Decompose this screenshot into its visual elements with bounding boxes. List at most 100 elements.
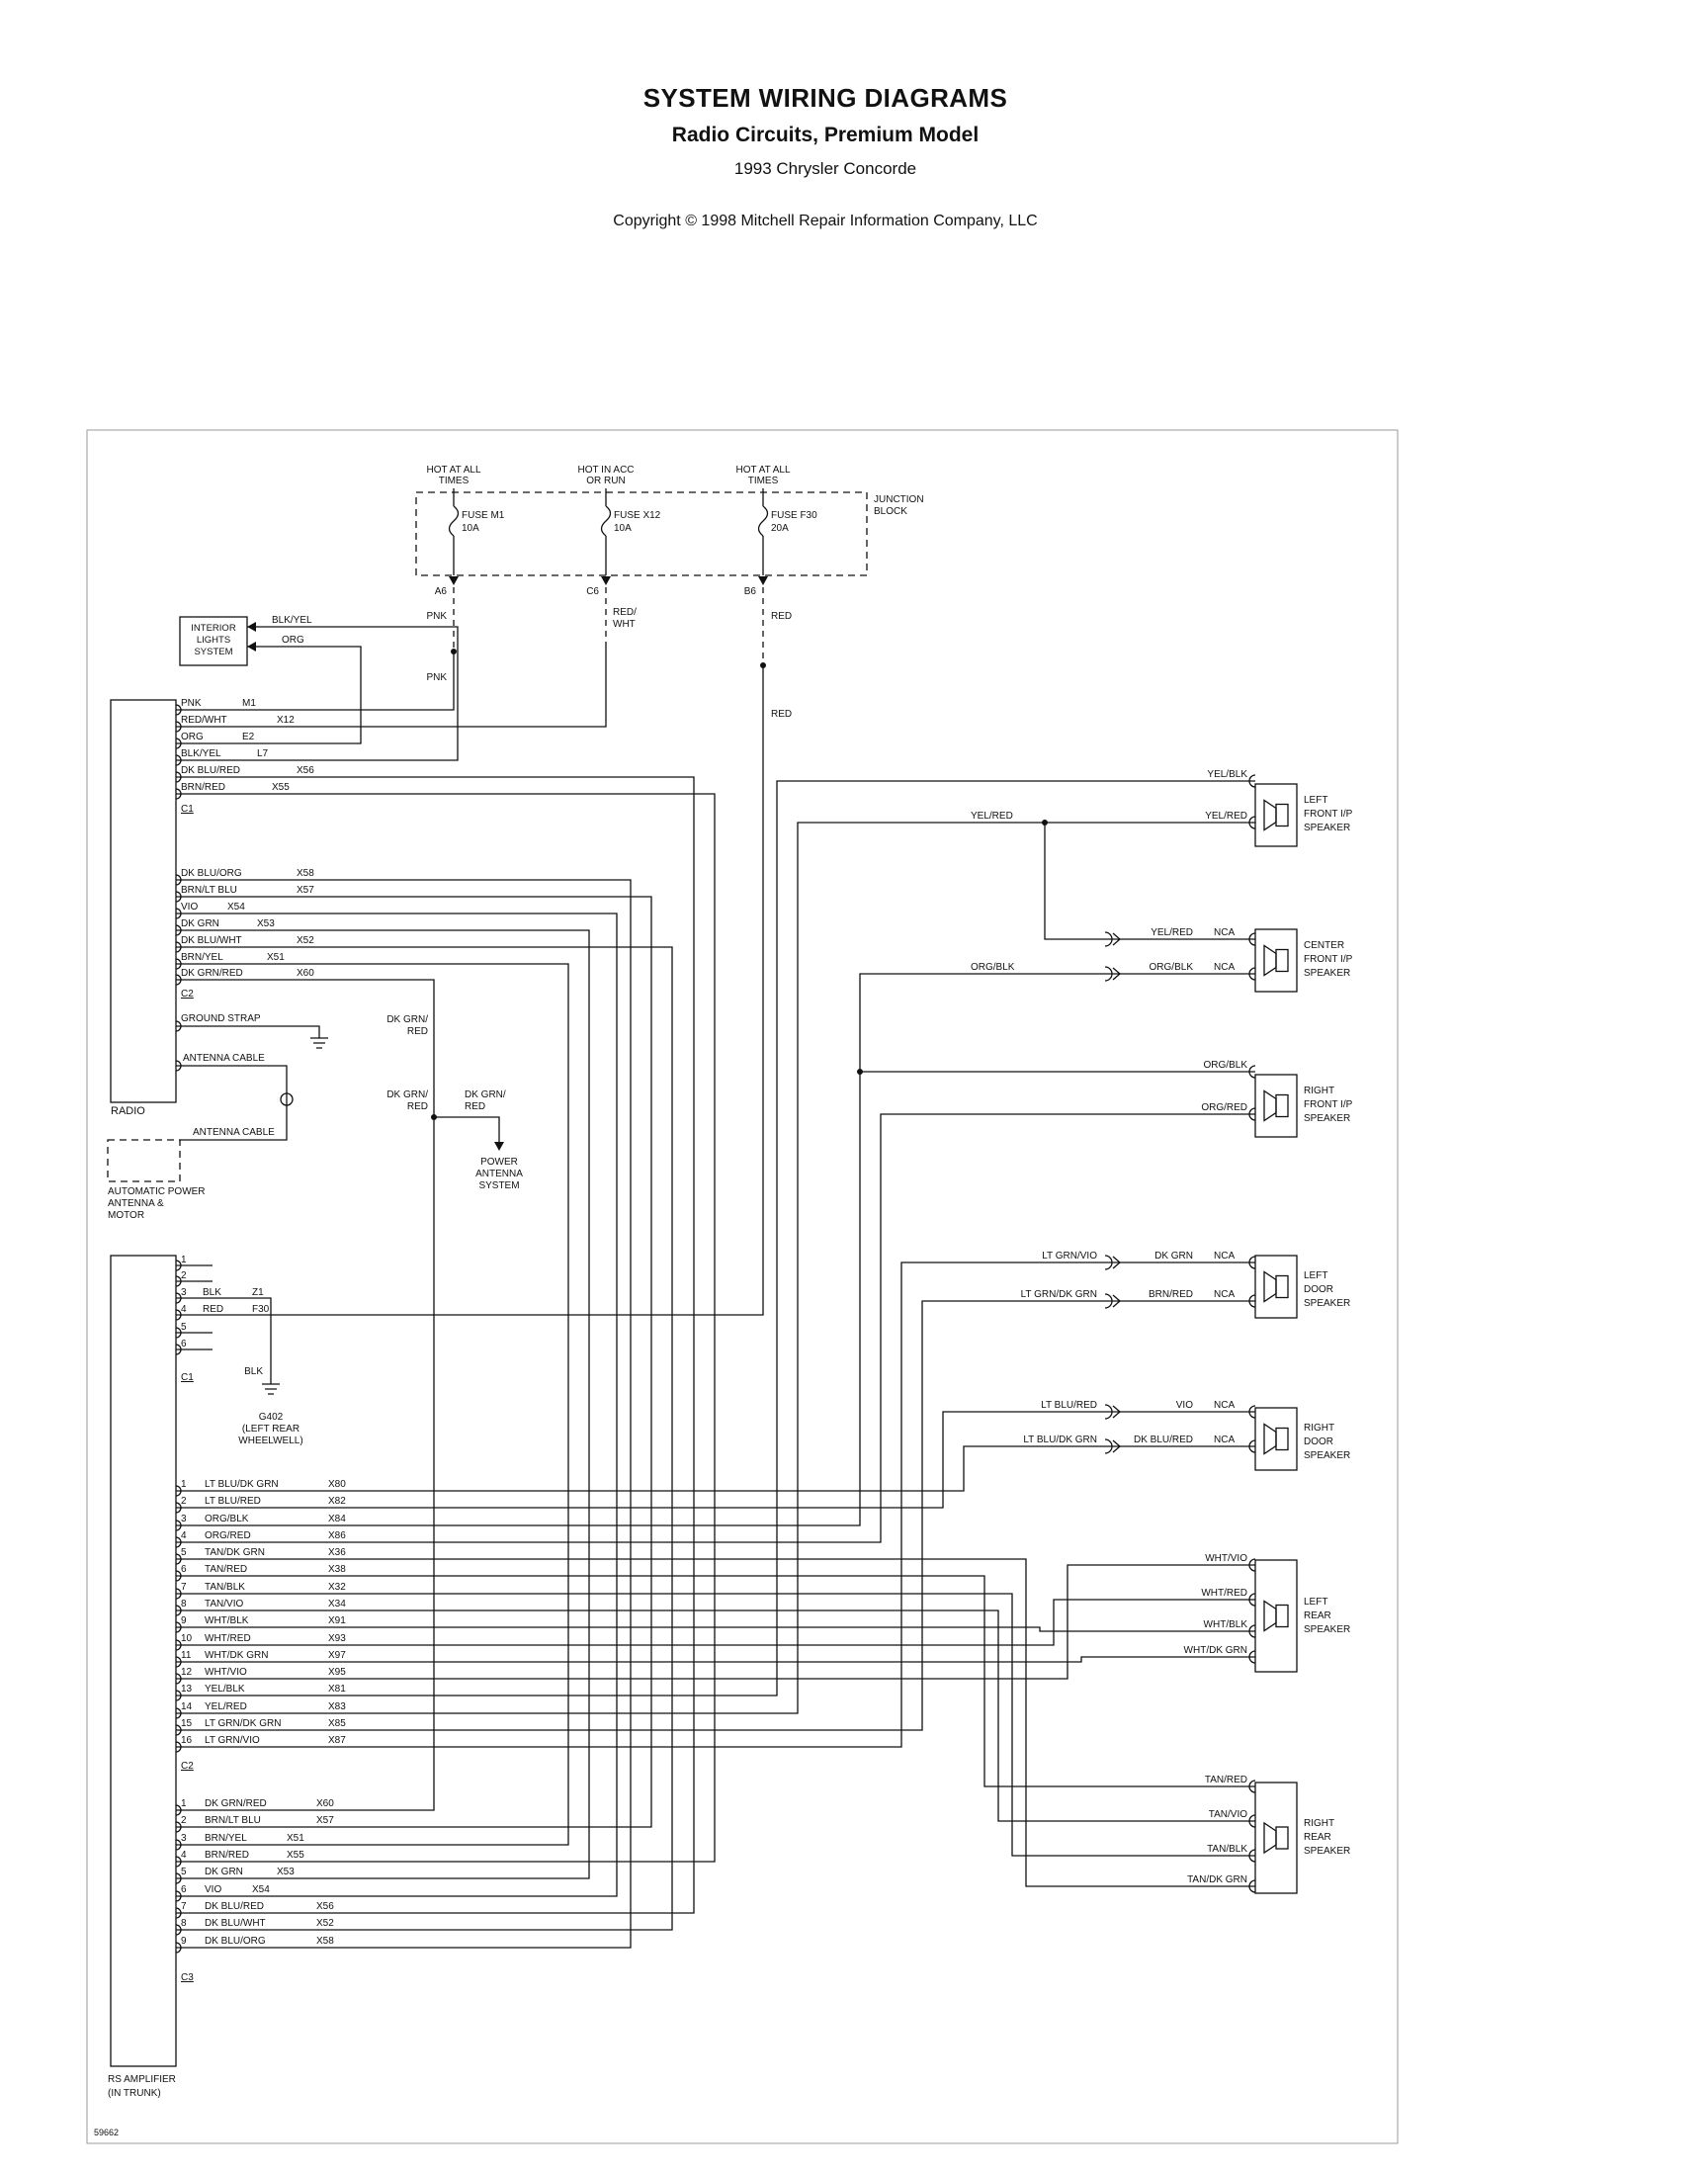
junction-block-box: [415, 491, 868, 576]
diagram-label: DK BLU/WHT: [205, 1918, 266, 1929]
diagram-label: 5: [181, 1322, 187, 1333]
diagram-label: 8: [181, 1599, 187, 1610]
diagram-label: DK GRN/RED: [205, 1798, 267, 1809]
speaker-box: [1254, 1559, 1298, 1673]
wire-blk-ground: [176, 1297, 272, 1384]
diagram-label: VIO: [1176, 1400, 1193, 1411]
diagram-label: NCA: [1214, 1289, 1235, 1300]
diagram-label: REAR: [1304, 1832, 1331, 1843]
junction-dot: [431, 1114, 437, 1120]
diagram-label: PNK: [426, 611, 447, 622]
diagram-label: X52: [297, 935, 314, 946]
diagram-label: WHT/RED: [205, 1633, 251, 1644]
speaker-connector-arc: [1248, 1107, 1256, 1121]
wire-dk-blu-red: [176, 776, 695, 1914]
speaker-connector-arc: [1248, 1294, 1256, 1308]
left-door-speaker-label: LEFT: [1304, 1270, 1327, 1281]
diagram-label: RED: [203, 1304, 223, 1315]
speaker-icon: [1275, 1274, 1289, 1299]
diagram-label: X51: [267, 952, 285, 963]
diagram-label: BRN/LT BLU: [205, 1815, 261, 1826]
diagram-label: BRN/RED: [205, 1850, 249, 1861]
diagram-label: RED: [771, 611, 792, 622]
diagram-label: 5: [181, 1867, 187, 1877]
speaker-icon: [1263, 1089, 1277, 1122]
wire-red-wht: [176, 648, 607, 728]
diagram-label: SPEAKER: [1304, 1624, 1350, 1635]
diagram-label: X53: [277, 1867, 295, 1877]
diagram-label: BRN/LT BLU: [181, 885, 237, 896]
diagram-label: TAN/RED: [205, 1564, 247, 1575]
diagram-label: PNK: [181, 698, 202, 709]
diagram-label: LIGHTS: [197, 635, 230, 646]
diagram-label: X57: [316, 1815, 334, 1826]
wire-red: [176, 665, 764, 1316]
right-front-speaker-label: RIGHT: [1304, 1086, 1334, 1096]
pin-connector-arc: [175, 1707, 182, 1719]
diagram-label: 9: [181, 1936, 187, 1947]
diagram-label: 1: [181, 1479, 187, 1490]
diagram-label: NCA: [1214, 927, 1235, 938]
diagram-label: 5: [181, 1547, 187, 1558]
diagram-label: TIMES: [748, 476, 779, 486]
speaker-connector-arc: [1248, 1624, 1256, 1638]
diagram-label: X52: [316, 1918, 334, 1929]
pin-connector-arc: [175, 788, 182, 800]
arrowhead-down: [494, 1142, 504, 1151]
diagram-label: NCA: [1214, 1400, 1235, 1411]
diagram-label: BLK/YEL: [181, 748, 221, 759]
pin-connector-arc: [175, 1275, 182, 1287]
diagram-label: RED: [465, 1101, 485, 1112]
diagram-label: X86: [328, 1530, 346, 1541]
wire-ground-strap: [176, 1025, 320, 1038]
diagram-label: X55: [272, 782, 290, 793]
diagram-label: DK GRN/: [386, 1089, 428, 1100]
left-front-speaker-label: LEFT: [1304, 795, 1327, 806]
diagram-label: DK GRN/: [465, 1089, 506, 1100]
pin-connector-arc: [175, 1821, 182, 1833]
diagram-label: X91: [328, 1615, 346, 1626]
diagram-label: DK GRN: [1154, 1251, 1193, 1262]
inline-connector: [1104, 1438, 1113, 1454]
diagram-label: RED: [771, 709, 792, 720]
wire-dk-blu-wht: [176, 946, 673, 1931]
wire-yel-red: [176, 822, 1255, 1714]
speaker-box: [1254, 1074, 1298, 1138]
speaker-connector-arc: [1248, 1593, 1256, 1607]
speaker-icon: [1275, 1427, 1289, 1451]
diagram-label: 16: [181, 1735, 193, 1746]
diagram-label: X87: [328, 1735, 346, 1746]
speaker-icon: [1263, 1600, 1277, 1632]
pin-connector-arc: [175, 1502, 182, 1514]
pin-connector-arc: [175, 1839, 182, 1851]
diagram-label: X95: [328, 1667, 346, 1678]
diagram-label: YEL/BLK: [1207, 769, 1247, 780]
doc-title: SYSTEM WIRING DIAGRAMS: [642, 83, 1008, 113]
wire-tan-dk-grn: [176, 1558, 1255, 1887]
pin-connector-arc: [175, 1621, 182, 1633]
speaker-connector-arc: [1248, 1879, 1256, 1893]
junction-block-label: JUNCTION: [874, 494, 924, 505]
diagram-label: M1: [242, 698, 256, 709]
diagram-label: TAN/DK GRN: [205, 1547, 265, 1558]
doc-vehicle: 1993 Chrysler Concorde: [733, 159, 917, 178]
inline-connector: [1112, 1405, 1121, 1419]
diagram-label: BLK: [203, 1287, 221, 1298]
diagram-label: PNK: [426, 672, 447, 683]
pin-connector-arc: [175, 1690, 182, 1701]
junction-dot: [451, 649, 457, 654]
diagram-label: LT GRN/VIO: [1042, 1251, 1097, 1262]
diagram-label: DOOR: [1304, 1284, 1333, 1295]
pin-connector-arc: [175, 1570, 182, 1582]
diagram-label: C1: [181, 1372, 194, 1383]
wire-vio: [176, 913, 618, 1897]
wire-antenna-cable: [176, 1065, 288, 1141]
speaker-connector-arc: [1248, 1558, 1256, 1572]
diagram-label: 6: [181, 1339, 187, 1349]
pin-connector-arc: [175, 1605, 182, 1616]
power-antenna-system-label: POWER: [480, 1157, 518, 1168]
diagram-label: DK GRN/RED: [181, 968, 243, 979]
inline-connector: [1104, 1404, 1113, 1420]
diagram-code: 59662: [94, 2128, 119, 2137]
diagram-label: X58: [316, 1936, 334, 1947]
